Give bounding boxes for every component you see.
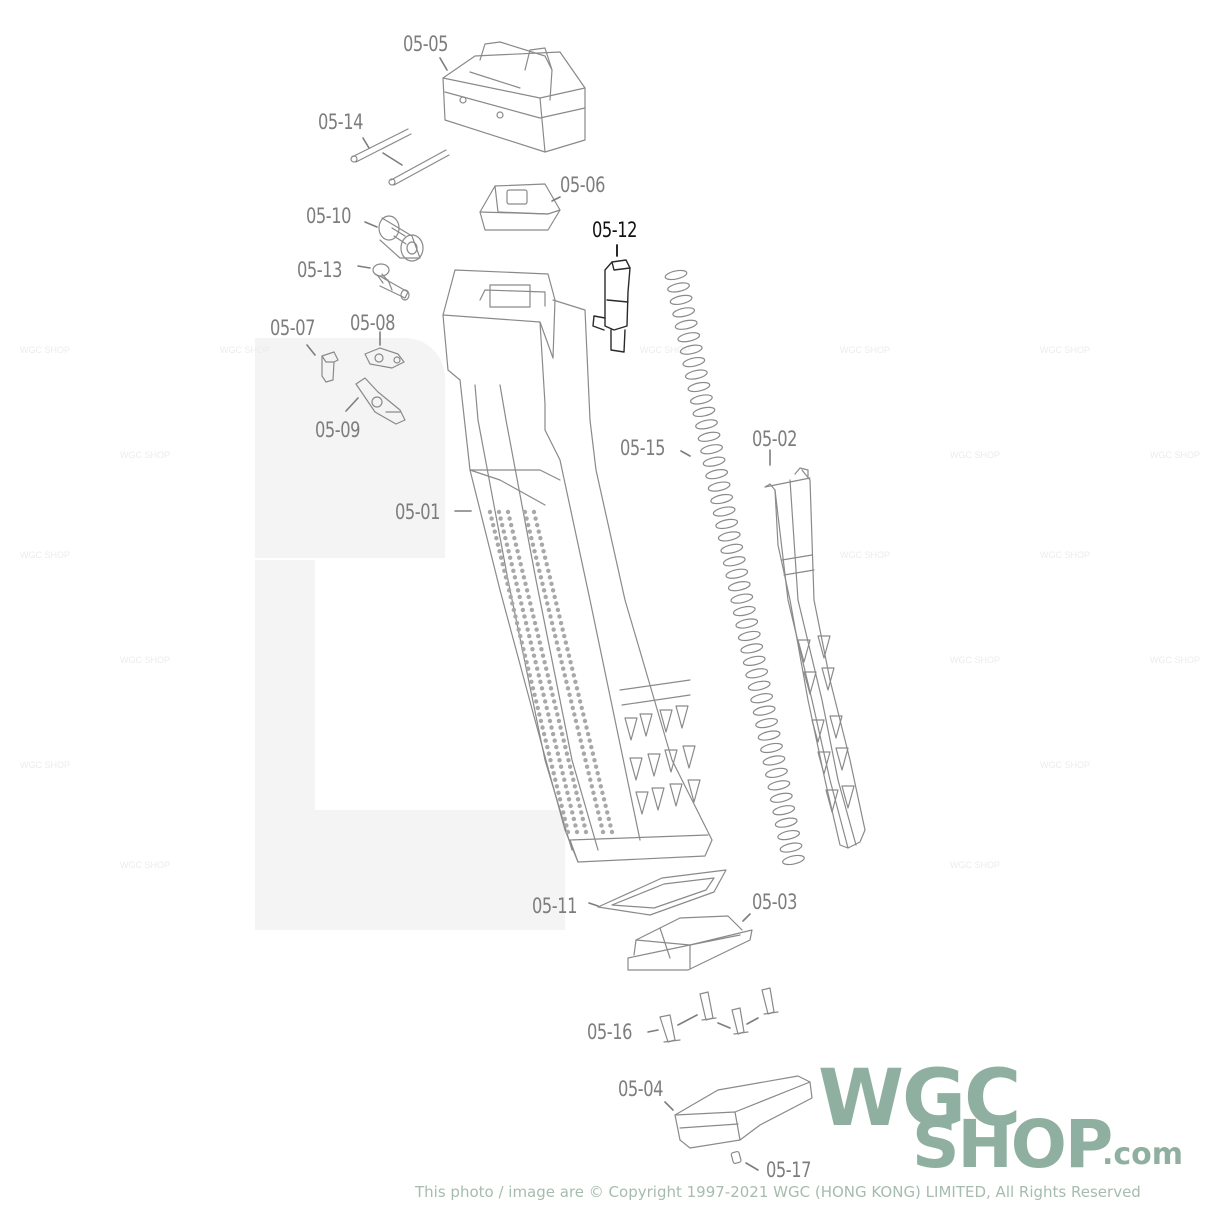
watermark: WGC SHOP [950, 450, 1001, 460]
part-label-05-05: 05-05 [403, 32, 449, 56]
part-label-05-10: 05-10 [306, 204, 352, 228]
brand-logo-suffix: .com [1102, 1137, 1184, 1172]
part-05-15-spring [664, 269, 805, 866]
part-05-13-fill-valve [372, 263, 410, 301]
part-label-05-08: 05-08 [350, 311, 396, 335]
part-05-02-ribs [797, 635, 855, 813]
watermark: WGC SHOP [950, 860, 1001, 870]
watermark: WGC SHOP [20, 760, 71, 770]
part-05-02-inner-rail [764, 467, 866, 849]
watermark: WGC SHOP [840, 345, 891, 355]
part-label-05-04: 05-04 [618, 1077, 664, 1101]
part-label-05-09: 05-09 [315, 418, 361, 442]
background-watermark-mid [255, 560, 315, 810]
part-05-04-base-plate [674, 1075, 813, 1149]
brand-logo-line2: SHOP [912, 1106, 1113, 1183]
part-label-05-11: 05-11 [532, 894, 578, 918]
watermark: WGC SHOP [1040, 345, 1091, 355]
watermark: WGC SHOP [950, 655, 1001, 665]
part-label-05-17: 05-17 [766, 1158, 812, 1182]
watermark: WGC SHOP [1150, 450, 1201, 460]
watermark: WGC SHOP [20, 345, 71, 355]
part-label-05-01: 05-01 [395, 500, 441, 524]
part-05-17-set-screw [730, 1150, 742, 1164]
background-watermark-bottom [255, 810, 565, 930]
part-05-05-top-cap [442, 41, 586, 153]
watermark: WGC SHOP [20, 550, 71, 560]
part-label-05-15: 05-15 [620, 436, 666, 460]
part-05-10-outlet-valve [378, 215, 424, 262]
part-label-05-03: 05-03 [752, 890, 798, 914]
part-05-01-magazine-body [442, 269, 713, 863]
part-05-09-follower-lever [355, 377, 406, 425]
part-05-01-dot-pattern [487, 509, 615, 835]
part-05-03-base-insert [627, 915, 753, 971]
watermark: WGC SHOP [220, 345, 271, 355]
part-05-06-seal [479, 183, 561, 231]
part-label-05-12-highlighted: 05-12 [592, 218, 638, 242]
brand-logo-line1: WGC [818, 1054, 1021, 1144]
watermark: WGC SHOP [840, 550, 891, 560]
part-label-05-06: 05-06 [560, 173, 606, 197]
copyright-notice: This photo / image are © Copyright 1997-… [415, 1183, 1141, 1201]
part-label-05-02: 05-02 [752, 427, 798, 451]
watermark: WGC SHOP [1150, 655, 1201, 665]
part-05-07-lever [321, 351, 339, 383]
part-05-01-ribs [624, 705, 701, 815]
watermark: WGC SHOP [1040, 760, 1091, 770]
background-watermark-top [255, 338, 445, 558]
watermark: WGC SHOP [640, 345, 691, 355]
watermark: WGC SHOP [120, 860, 171, 870]
part-05-16-screws [659, 987, 779, 1043]
watermark: WGC SHOP [120, 655, 171, 665]
watermark: WGC SHOP [1040, 550, 1091, 560]
part-label-05-13: 05-13 [297, 258, 343, 282]
part-label-05-16: 05-16 [587, 1020, 633, 1044]
watermark: WGC SHOP [120, 450, 171, 460]
part-label-05-14: 05-14 [318, 110, 364, 134]
part-05-14-pins [350, 128, 450, 186]
part-05-11-gasket [597, 869, 727, 916]
part-label-05-07: 05-07 [270, 316, 316, 340]
part-05-12-follower [592, 259, 631, 353]
part-05-08-link [364, 347, 405, 369]
